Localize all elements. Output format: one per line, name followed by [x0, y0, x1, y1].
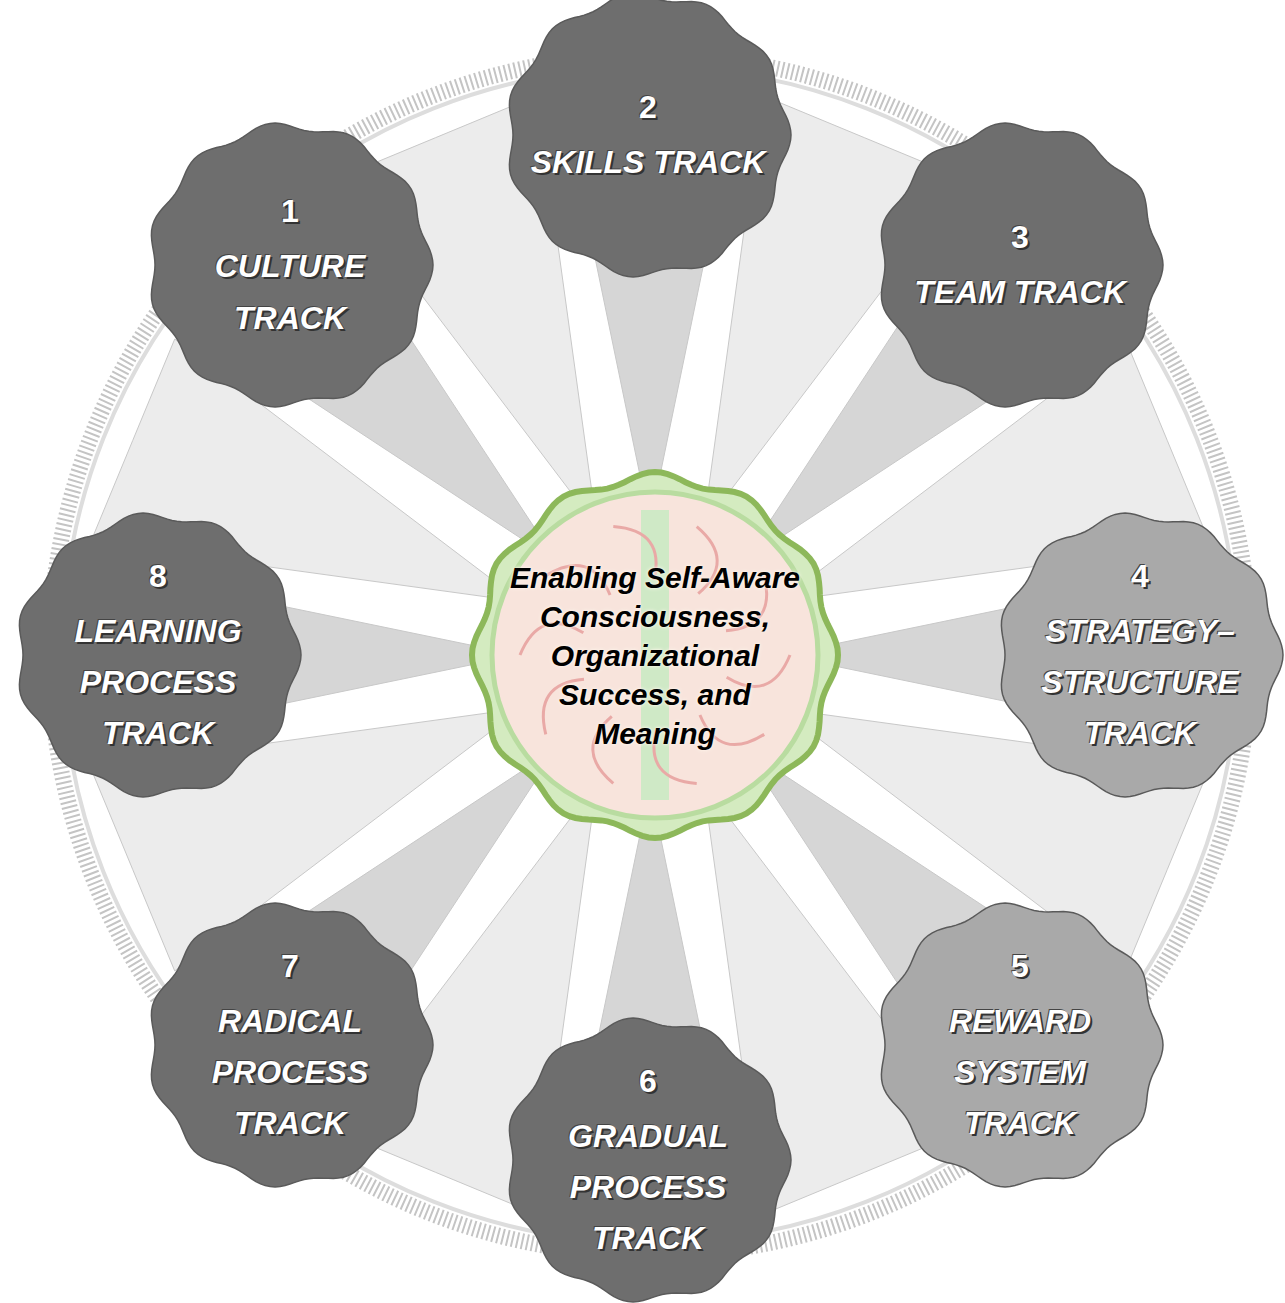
text-box: 4STRATEGY–STRUCTURE TRACK [1015, 551, 1265, 760]
track-outline [13, 510, 303, 800]
center-text: Enabling Self-Aware Consciousness, Organ… [505, 558, 805, 753]
track-label: SKILLS TRACK [531, 137, 766, 188]
track-circle: 1CULTURE TRACK [145, 120, 435, 410]
track-label: CULTURE TRACK [165, 241, 415, 343]
track-border [881, 903, 1163, 1187]
text-box: 1CULTURE TRACK [165, 186, 415, 344]
track-outline [145, 900, 435, 1190]
text-box: 7RADICAL PROCESS TRACK [165, 941, 415, 1150]
text-box: 8LEARNING PROCESS TRACK [33, 551, 283, 760]
track-circle: 5REWARD SYSTEM TRACK [875, 900, 1165, 1190]
center-core [492, 492, 818, 818]
text-box: 5REWARD SYSTEM TRACK [895, 941, 1145, 1150]
track-outline [875, 900, 1165, 1190]
track-border [1001, 513, 1283, 797]
track-number: 6 [639, 1056, 657, 1107]
track-label: STRATEGY–STRUCTURE TRACK [1015, 606, 1265, 760]
track-label: REWARD SYSTEM TRACK [895, 996, 1145, 1150]
track-border [151, 903, 433, 1187]
track-circle: 3TEAM TRACK [875, 120, 1165, 410]
track-circle: 7RADICAL PROCESS TRACK [145, 900, 435, 1190]
track-outline [503, 0, 793, 280]
track-border [881, 123, 1163, 407]
track-border [151, 123, 433, 407]
track-number: 3 [1011, 212, 1029, 263]
track-circle: 2SKILLS TRACK [503, 0, 793, 280]
track-circle: 4STRATEGY–STRUCTURE TRACK [995, 510, 1285, 800]
text-box: 6GRADUAL PROCESS TRACK [523, 1056, 773, 1265]
track-circle: 8LEARNING PROCESS TRACK [13, 510, 303, 800]
track-border [19, 513, 301, 797]
track-outline [875, 120, 1165, 410]
track-label: LEARNING PROCESS TRACK [33, 606, 283, 760]
center-circle: Enabling Self-Aware Consciousness, Organ… [470, 470, 840, 840]
track-label: TEAM TRACK [914, 267, 1126, 318]
track-number: 4 [1131, 551, 1149, 602]
text-box: 3TEAM TRACK [895, 212, 1145, 318]
track-border [509, 0, 791, 277]
track-circle: 6GRADUAL PROCESS TRACK [503, 1015, 793, 1303]
track-number: 2 [639, 82, 657, 133]
center-border [472, 472, 838, 838]
track-outline [503, 1015, 793, 1303]
track-number: 5 [1011, 941, 1029, 992]
track-number: 8 [149, 551, 167, 602]
text-box: Enabling Self-Aware Consciousness, Organ… [505, 558, 805, 753]
text-box: 2SKILLS TRACK [523, 82, 773, 188]
track-label: GRADUAL PROCESS TRACK [523, 1111, 773, 1265]
track-label: RADICAL PROCESS TRACK [165, 996, 415, 1150]
track-border [509, 1018, 791, 1302]
track-outline [995, 510, 1285, 800]
track-number: 7 [281, 941, 299, 992]
track-number: 1 [281, 186, 299, 237]
